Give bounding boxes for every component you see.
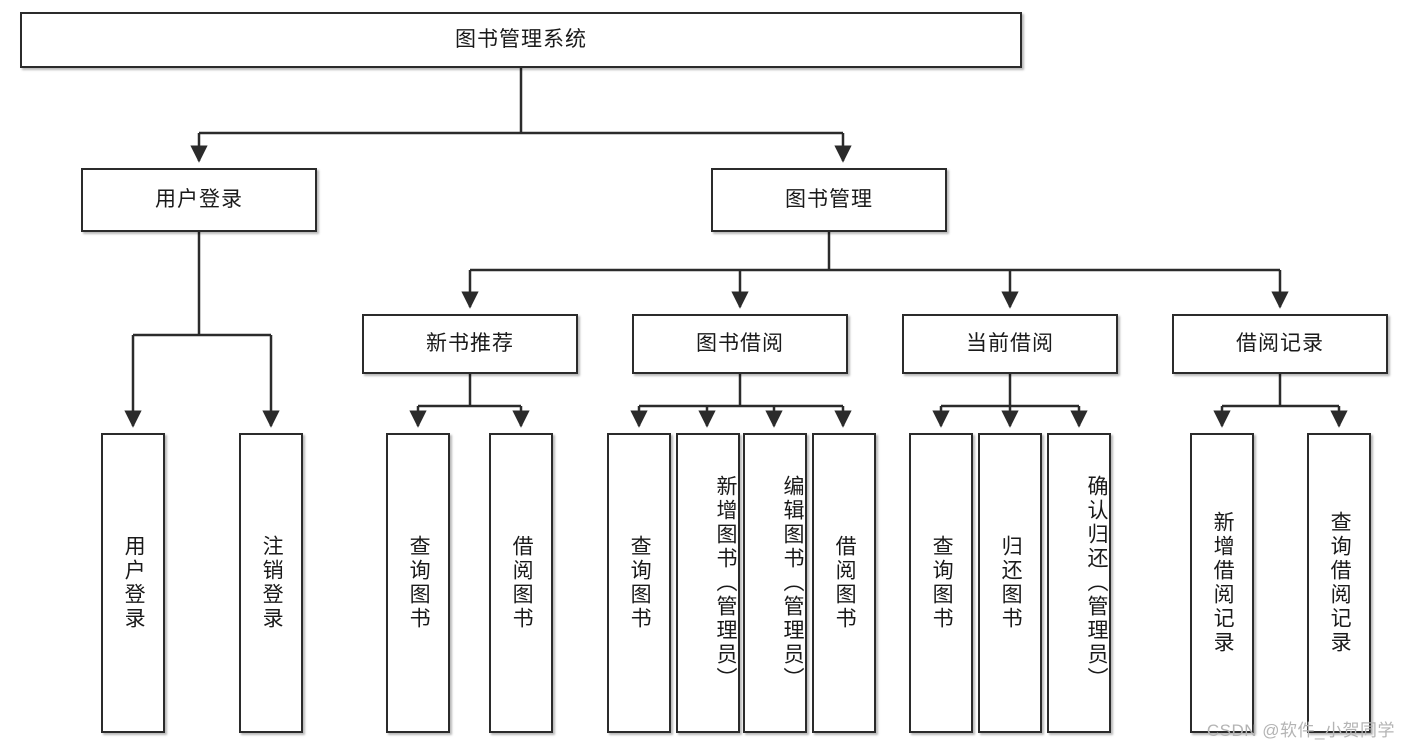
leaf-logout-label: 注销登录 — [260, 535, 284, 631]
leaf-query-record[interactable]: 查询借阅记录 — [1307, 433, 1371, 733]
leaf-return-book-label: 归还图书 — [999, 535, 1023, 631]
leaf-borrow-book-2[interactable]: 借阅图书 — [812, 433, 876, 733]
leaf-query-book-3-label: 查询图书 — [930, 535, 954, 631]
node-user-login-label: 用户登录 — [155, 188, 243, 212]
leaf-query-book-1[interactable]: 查询图书 — [386, 433, 450, 733]
leaf-user-login[interactable]: 用户登录 — [101, 433, 165, 733]
node-new-book-recommend[interactable]: 新书推荐 — [362, 314, 578, 374]
node-book-manage-label: 图书管理 — [785, 188, 873, 212]
leaf-logout[interactable]: 注销登录 — [239, 433, 303, 733]
leaf-user-login-label: 用户登录 — [122, 535, 146, 631]
leaf-confirm-return-label: 确认归还（管理员） — [1085, 475, 1108, 691]
node-book-borrow[interactable]: 图书借阅 — [632, 314, 848, 374]
leaf-add-record[interactable]: 新增借阅记录 — [1190, 433, 1254, 733]
leaf-edit-book-label: 编辑图书（管理员） — [781, 475, 804, 691]
node-root[interactable]: 图书管理系统 — [20, 12, 1022, 68]
leaf-add-book-label: 新增图书（管理员） — [714, 475, 737, 691]
leaf-query-book-3[interactable]: 查询图书 — [909, 433, 973, 733]
leaf-query-record-label: 查询借阅记录 — [1328, 511, 1352, 655]
leaf-add-record-label: 新增借阅记录 — [1211, 511, 1235, 655]
leaf-borrow-book-1-label: 借阅图书 — [510, 535, 534, 631]
node-current-borrow[interactable]: 当前借阅 — [902, 314, 1118, 374]
leaf-return-book[interactable]: 归还图书 — [978, 433, 1042, 733]
node-user-login[interactable]: 用户登录 — [81, 168, 317, 232]
leaf-query-book-1-label: 查询图书 — [407, 535, 431, 631]
node-borrow-record-label: 借阅记录 — [1236, 332, 1324, 356]
node-current-borrow-label: 当前借阅 — [966, 332, 1054, 356]
leaf-borrow-book-2-label: 借阅图书 — [833, 535, 857, 631]
node-book-borrow-label: 图书借阅 — [696, 332, 784, 356]
leaf-edit-book[interactable]: 编辑图书（管理员） — [743, 433, 807, 733]
leaf-add-book[interactable]: 新增图书（管理员） — [676, 433, 740, 733]
node-borrow-record[interactable]: 借阅记录 — [1172, 314, 1388, 374]
leaf-query-book-2[interactable]: 查询图书 — [607, 433, 671, 733]
watermark: CSDN @软件_小贺同学 — [1206, 721, 1395, 740]
leaf-query-book-2-label: 查询图书 — [628, 535, 652, 631]
node-new-book-recommend-label: 新书推荐 — [426, 332, 514, 356]
leaf-borrow-book-1[interactable]: 借阅图书 — [489, 433, 553, 733]
node-root-label: 图书管理系统 — [455, 28, 587, 52]
node-book-manage[interactable]: 图书管理 — [711, 168, 947, 232]
leaf-confirm-return[interactable]: 确认归还（管理员） — [1047, 433, 1111, 733]
